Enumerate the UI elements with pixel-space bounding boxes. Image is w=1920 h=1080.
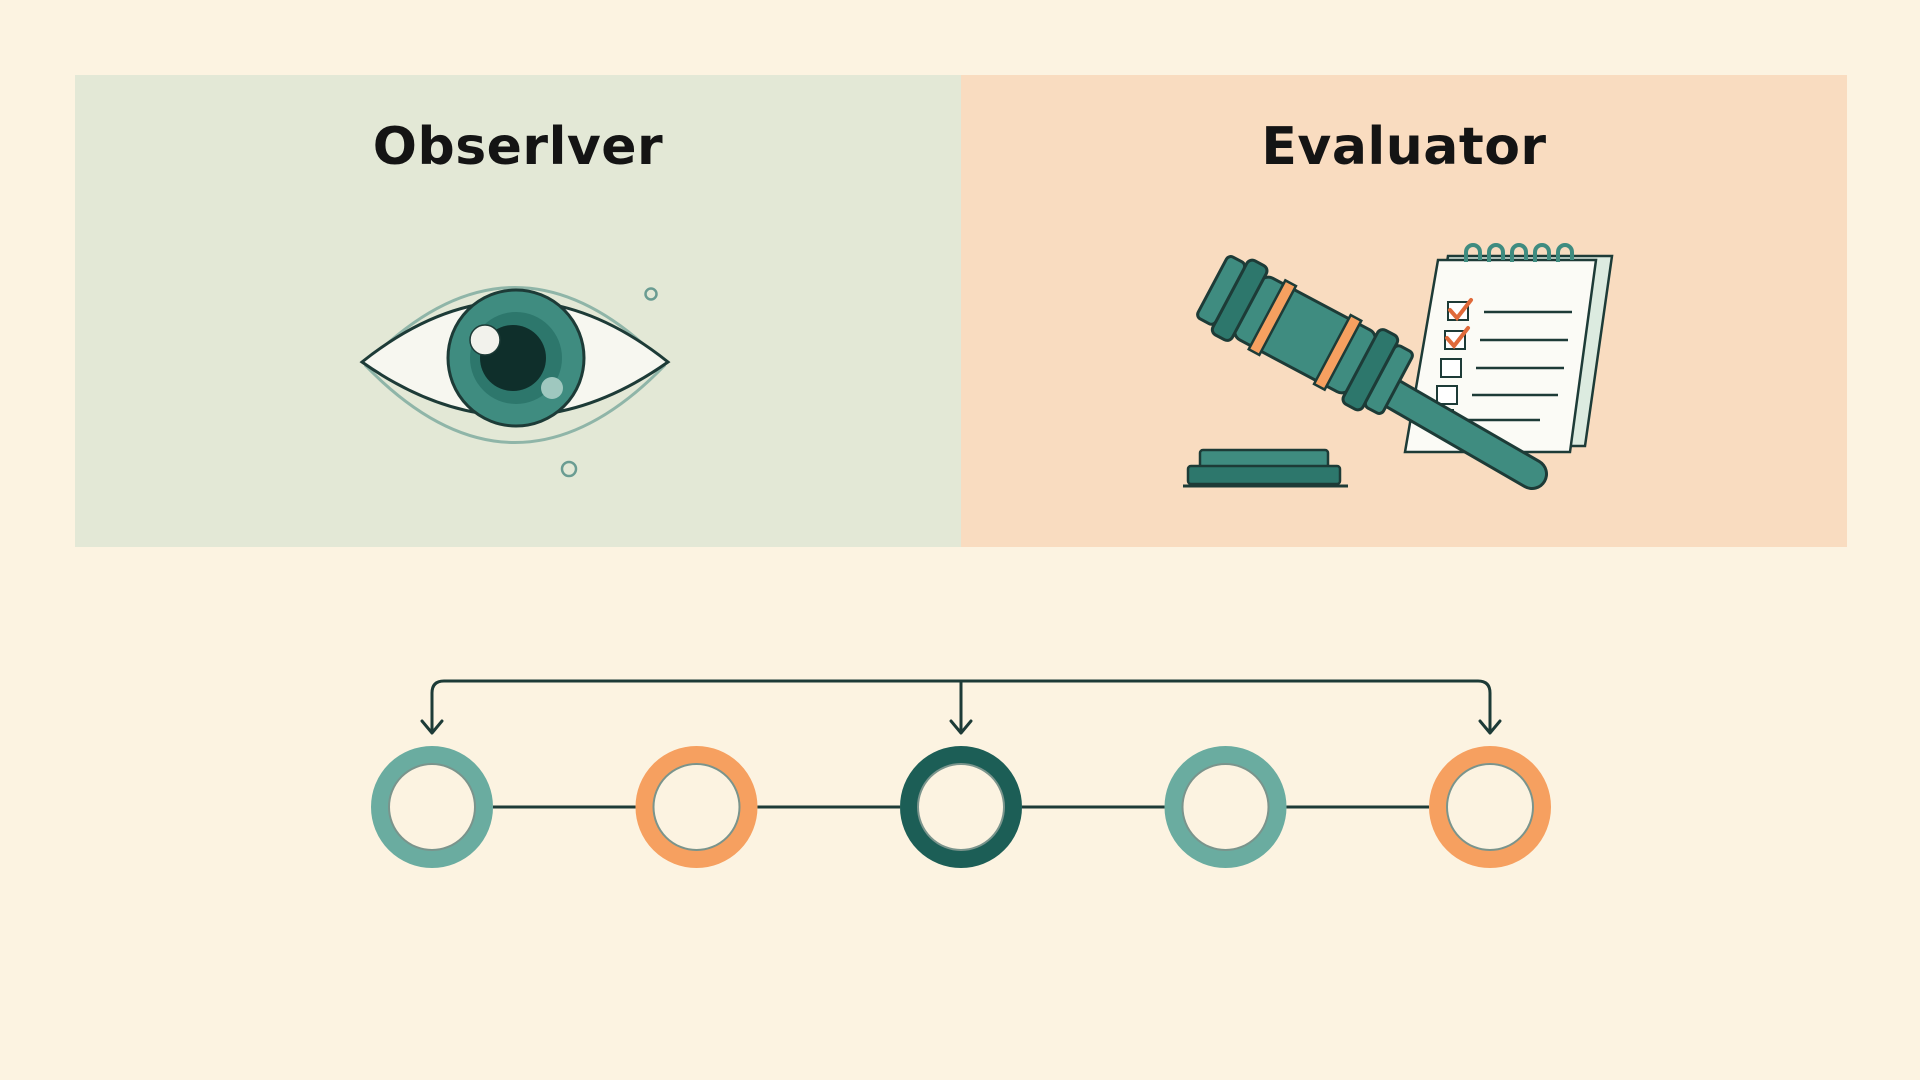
node-center xyxy=(652,763,741,851)
node-center xyxy=(917,763,1005,851)
sound-block xyxy=(1183,448,1348,488)
node-center xyxy=(388,763,476,851)
node-ring xyxy=(900,746,1022,868)
node-ring xyxy=(635,746,758,868)
gavel-head xyxy=(1196,255,1414,415)
connector-lines xyxy=(420,679,1502,809)
arrow-head xyxy=(420,719,444,735)
node-ring xyxy=(1429,746,1551,868)
flow-node-5 xyxy=(1429,746,1551,868)
eye-icon xyxy=(359,286,671,478)
flow-node-2 xyxy=(635,746,758,868)
evaluator-panel: Evaluator xyxy=(961,75,1847,547)
arrow-head xyxy=(1478,719,1502,735)
arrow-head xyxy=(949,719,973,735)
node-center xyxy=(1181,763,1270,851)
observer-title: Obserlver xyxy=(372,117,664,177)
evaluator-title: Evaluator xyxy=(1261,117,1547,177)
node-center xyxy=(1446,763,1534,851)
flow-node-3 xyxy=(900,746,1022,868)
gavel-checklist-icon xyxy=(1183,243,1614,490)
node-ring xyxy=(371,746,493,868)
flow-nodes xyxy=(371,746,1551,868)
checklist-icon xyxy=(1403,243,1614,454)
flow-node-4 xyxy=(1164,746,1287,868)
flow-node-1 xyxy=(371,746,493,868)
node-ring xyxy=(1164,746,1287,868)
